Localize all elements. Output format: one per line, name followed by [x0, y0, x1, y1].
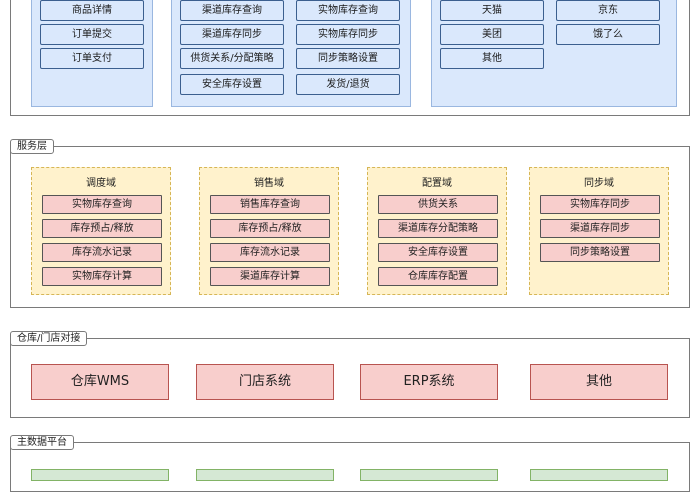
domain-title: 调度域 [86, 178, 116, 189]
diagram-node[interactable]: 饿了么 [556, 24, 660, 45]
service-node[interactable]: 渠道库存同步 [540, 219, 660, 238]
app-layer-panel: 商品详情 订单提交 订单支付 渠道库存查询 实物库存查询 渠道库存同步 实物库存… [10, 0, 690, 116]
diagram-node[interactable]: 同步策略设置 [296, 48, 400, 69]
diagram-node[interactable]: 其他 [440, 48, 544, 69]
sync-domain: 同步域 实物库存同步 渠道库存同步 同步策略设置 [529, 167, 669, 295]
diagram-node[interactable]: 发货/退货 [296, 74, 400, 95]
service-node[interactable]: 渠道库存分配策略 [378, 219, 498, 238]
store-system-box[interactable]: 门店系统 [196, 364, 334, 400]
diagram-node[interactable]: 渠道库存同步 [180, 24, 284, 45]
domain-title: 销售域 [254, 178, 284, 189]
diagram-node[interactable]: 实物库存同步 [296, 24, 400, 45]
service-node[interactable]: 库存流水记录 [210, 243, 330, 262]
service-layer-panel: 服务层 调度域 实物库存查询 库存预占/释放 库存流水记录 实物库存计算 销售域… [10, 139, 690, 308]
domain-title: 同步域 [584, 178, 614, 189]
master-data-box [31, 469, 169, 481]
master-data-layer-panel: 主数据平台 [10, 435, 690, 492]
config-domain: 配置域 供货关系 渠道库存分配策略 安全库存设置 仓库库存配置 [367, 167, 507, 295]
service-layer-label: 服务层 [10, 139, 54, 154]
service-node[interactable]: 同步策略设置 [540, 243, 660, 262]
diagram-node[interactable]: 商品详情 [40, 0, 144, 21]
master-data-box [530, 469, 668, 481]
erp-system-box[interactable]: ERP系统 [360, 364, 498, 400]
diagram-node[interactable]: 安全库存设置 [180, 74, 284, 95]
service-node[interactable]: 销售库存查询 [210, 195, 330, 214]
diagram-node[interactable]: 实物库存查询 [296, 0, 400, 21]
service-node[interactable]: 供货关系 [378, 195, 498, 214]
service-node[interactable]: 库存预占/释放 [210, 219, 330, 238]
service-node[interactable]: 库存预占/释放 [42, 219, 162, 238]
master-data-layer-label: 主数据平台 [10, 435, 74, 450]
service-node[interactable]: 实物库存查询 [42, 195, 162, 214]
master-data-box [360, 469, 498, 481]
diagram-node[interactable]: 京东 [556, 0, 660, 21]
diagram-node[interactable]: 渠道库存查询 [180, 0, 284, 21]
other-system-box[interactable]: 其他 [530, 364, 668, 400]
diagram-node[interactable]: 美团 [440, 24, 544, 45]
operations-group: 渠道库存查询 实物库存查询 渠道库存同步 实物库存同步 供货关系/分配策略 同步… [171, 0, 411, 107]
warehouse-layer-label: 仓库/门店对接 [10, 331, 88, 346]
service-node[interactable]: 实物库存同步 [540, 195, 660, 214]
sales-domain: 销售域 销售库存查询 库存预占/释放 库存流水记录 渠道库存计算 [199, 167, 339, 295]
diagram-node[interactable]: 订单提交 [40, 24, 144, 45]
master-data-box [196, 469, 334, 481]
service-node[interactable]: 仓库库存配置 [378, 267, 498, 286]
diagram-node[interactable]: 订单支付 [40, 48, 144, 69]
channel-group: 天猫 京东 美团 饿了么 其他 [431, 0, 677, 107]
diagram-node[interactable]: 供货关系/分配策略 [180, 48, 284, 69]
wms-system-box[interactable]: 仓库WMS [31, 364, 169, 400]
domain-title: 配置域 [422, 178, 452, 189]
service-node[interactable]: 库存流水记录 [42, 243, 162, 262]
service-node[interactable]: 实物库存计算 [42, 267, 162, 286]
business-group: 商品详情 订单提交 订单支付 [31, 0, 153, 107]
service-node[interactable]: 渠道库存计算 [210, 267, 330, 286]
service-node[interactable]: 安全库存设置 [378, 243, 498, 262]
warehouse-layer-panel: 仓库/门店对接 仓库WMS 门店系统 ERP系统 其他 [10, 331, 690, 418]
dispatch-domain: 调度域 实物库存查询 库存预占/释放 库存流水记录 实物库存计算 [31, 167, 171, 295]
diagram-node[interactable]: 天猫 [440, 0, 544, 21]
